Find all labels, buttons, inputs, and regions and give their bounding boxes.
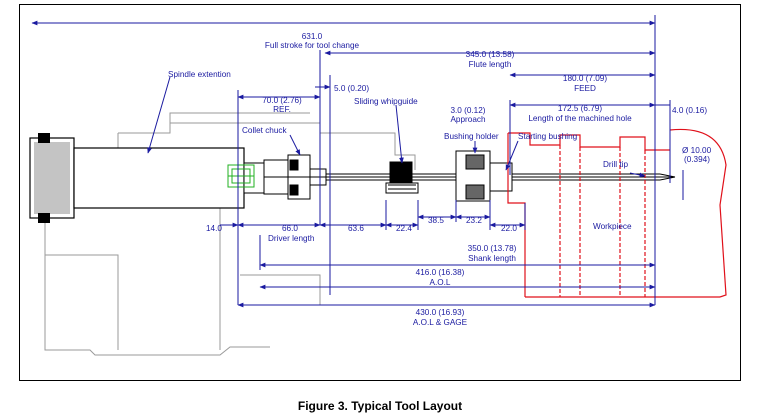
label-full-stroke-text: Full stroke for tool change (265, 41, 360, 50)
drawing-frame: 631.0 Full stroke for tool change 345.0 … (19, 4, 741, 381)
label-starting-bushing: Starting bushing (518, 132, 578, 141)
label-dim-66: 66.0 (282, 224, 298, 233)
label-shank-value: 350.0 (13.78) (468, 244, 517, 253)
label-shank-text: Shank length (468, 254, 516, 263)
label-bushing-holder: Bushing holder (444, 132, 499, 141)
label-spindle: Spindle extention (168, 70, 231, 79)
label-dim-22a: 22.4 (396, 224, 412, 233)
label-gage-value: 430.0 (16.93) (416, 308, 465, 317)
label-aol-value: 416.0 (16.38) (416, 268, 465, 277)
whipguide-body (385, 161, 419, 194)
label-gap-value: 5.0 (0.20) (334, 84, 369, 93)
label-ref-text: REF. (273, 105, 291, 114)
label-full-stroke-value: 631.0 (302, 32, 323, 41)
label-aol-text: A.O.L (430, 278, 451, 287)
label-dim-22b: 22.0 (501, 224, 517, 233)
label-feed-value: 180.0 (7.09) (563, 74, 607, 83)
label-feed-text: FEED (574, 84, 596, 93)
label-drill-tip: Drill tip (603, 160, 628, 169)
label-whipguide: Sliding whipguide (354, 97, 418, 106)
label-diameter-inch: (0.394) (684, 155, 710, 164)
label-dim-23: 23.2 (466, 216, 482, 225)
label-dim-38: 38.5 (428, 216, 444, 225)
label-dim-63: 63.6 (348, 224, 364, 233)
label-ref-value: 70.0 (2.76) (262, 96, 302, 105)
label-machined-value: 172.5 (6.79) (558, 104, 602, 113)
label-approach-value: 3.0 (0.12) (450, 106, 485, 115)
label-gage-text: A.O.L & GAGE (413, 318, 468, 327)
holder-green (227, 164, 255, 188)
dimension-lines (31, 15, 684, 308)
label-flute-value: 345.0 (13.58) (466, 50, 515, 59)
label-driver-length: Driver length (268, 234, 315, 243)
label-tip-gap-value: 4.0 (0.16) (672, 106, 707, 115)
tool-layout-drawing: 631.0 Full stroke for tool change 345.0 … (29, 15, 727, 356)
dimension-labels: 631.0 Full stroke for tool change 345.0 … (168, 32, 712, 327)
label-machined-text: Length of the machined hole (528, 114, 632, 123)
label-dim-14: 14.0 (206, 224, 222, 233)
label-collet: Collet chuck (242, 126, 288, 135)
figure-caption: Figure 3. Typical Tool Layout (297, 399, 463, 413)
label-diameter-value: Ø 10.00 (682, 146, 712, 155)
spindle-assembly (29, 133, 265, 223)
label-workpiece: Workpiece (593, 222, 632, 231)
label-flute-text: Flute length (469, 60, 512, 69)
bushing-holder-body (455, 150, 513, 202)
label-approach-text: Approach (450, 115, 485, 124)
